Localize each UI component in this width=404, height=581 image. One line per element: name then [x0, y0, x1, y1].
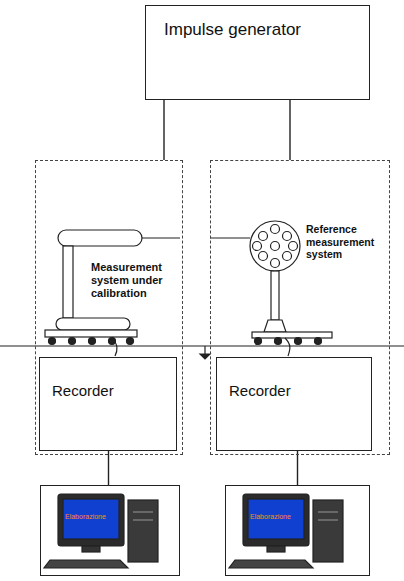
- ground-symbol: [200, 354, 210, 359]
- sphere-electrode: [250, 221, 300, 271]
- node-label: Recorder: [52, 382, 162, 400]
- ground-symbol: [204, 346, 205, 354]
- platform: [252, 332, 332, 338]
- node-label: Elaborazione: [65, 513, 115, 521]
- computer-box: Elaborazione: [225, 485, 370, 576]
- connector: [290, 100, 291, 160]
- reference-column: [271, 271, 279, 320]
- connector: [108, 451, 109, 485]
- sphere-pattern: [253, 225, 298, 268]
- computer-icon: [229, 494, 343, 568]
- recorder-box: Recorder: [39, 357, 177, 451]
- top-electrode: [58, 230, 142, 246]
- connector: [164, 100, 165, 160]
- node-label: Reference measurement system: [306, 223, 386, 261]
- recorder-box: Recorder: [216, 357, 372, 451]
- platform: [45, 330, 137, 337]
- wheels: [49, 338, 134, 345]
- node-label: Elaborazione: [250, 513, 300, 521]
- node-label: Recorder: [229, 382, 349, 400]
- cable: [285, 338, 290, 356]
- reference-base: [264, 320, 286, 332]
- ground-line: [0, 345, 404, 346]
- bottom-electrode: [56, 318, 130, 330]
- hv-lead: [210, 237, 250, 238]
- system-group: Measurement system under calibrationReco…: [35, 160, 183, 455]
- generator-box: Impulse generator: [145, 5, 370, 100]
- system-group: Reference measurement systemRecorder: [210, 160, 390, 455]
- computer-icon: [44, 494, 158, 568]
- connector: [297, 451, 298, 485]
- node-label: Measurement system under calibration: [91, 261, 179, 301]
- cable: [112, 337, 117, 356]
- divider-column: [63, 246, 73, 318]
- hv-lead: [142, 237, 180, 238]
- computer-box: Elaborazione: [40, 485, 180, 576]
- node-label: Impulse generator: [164, 20, 359, 40]
